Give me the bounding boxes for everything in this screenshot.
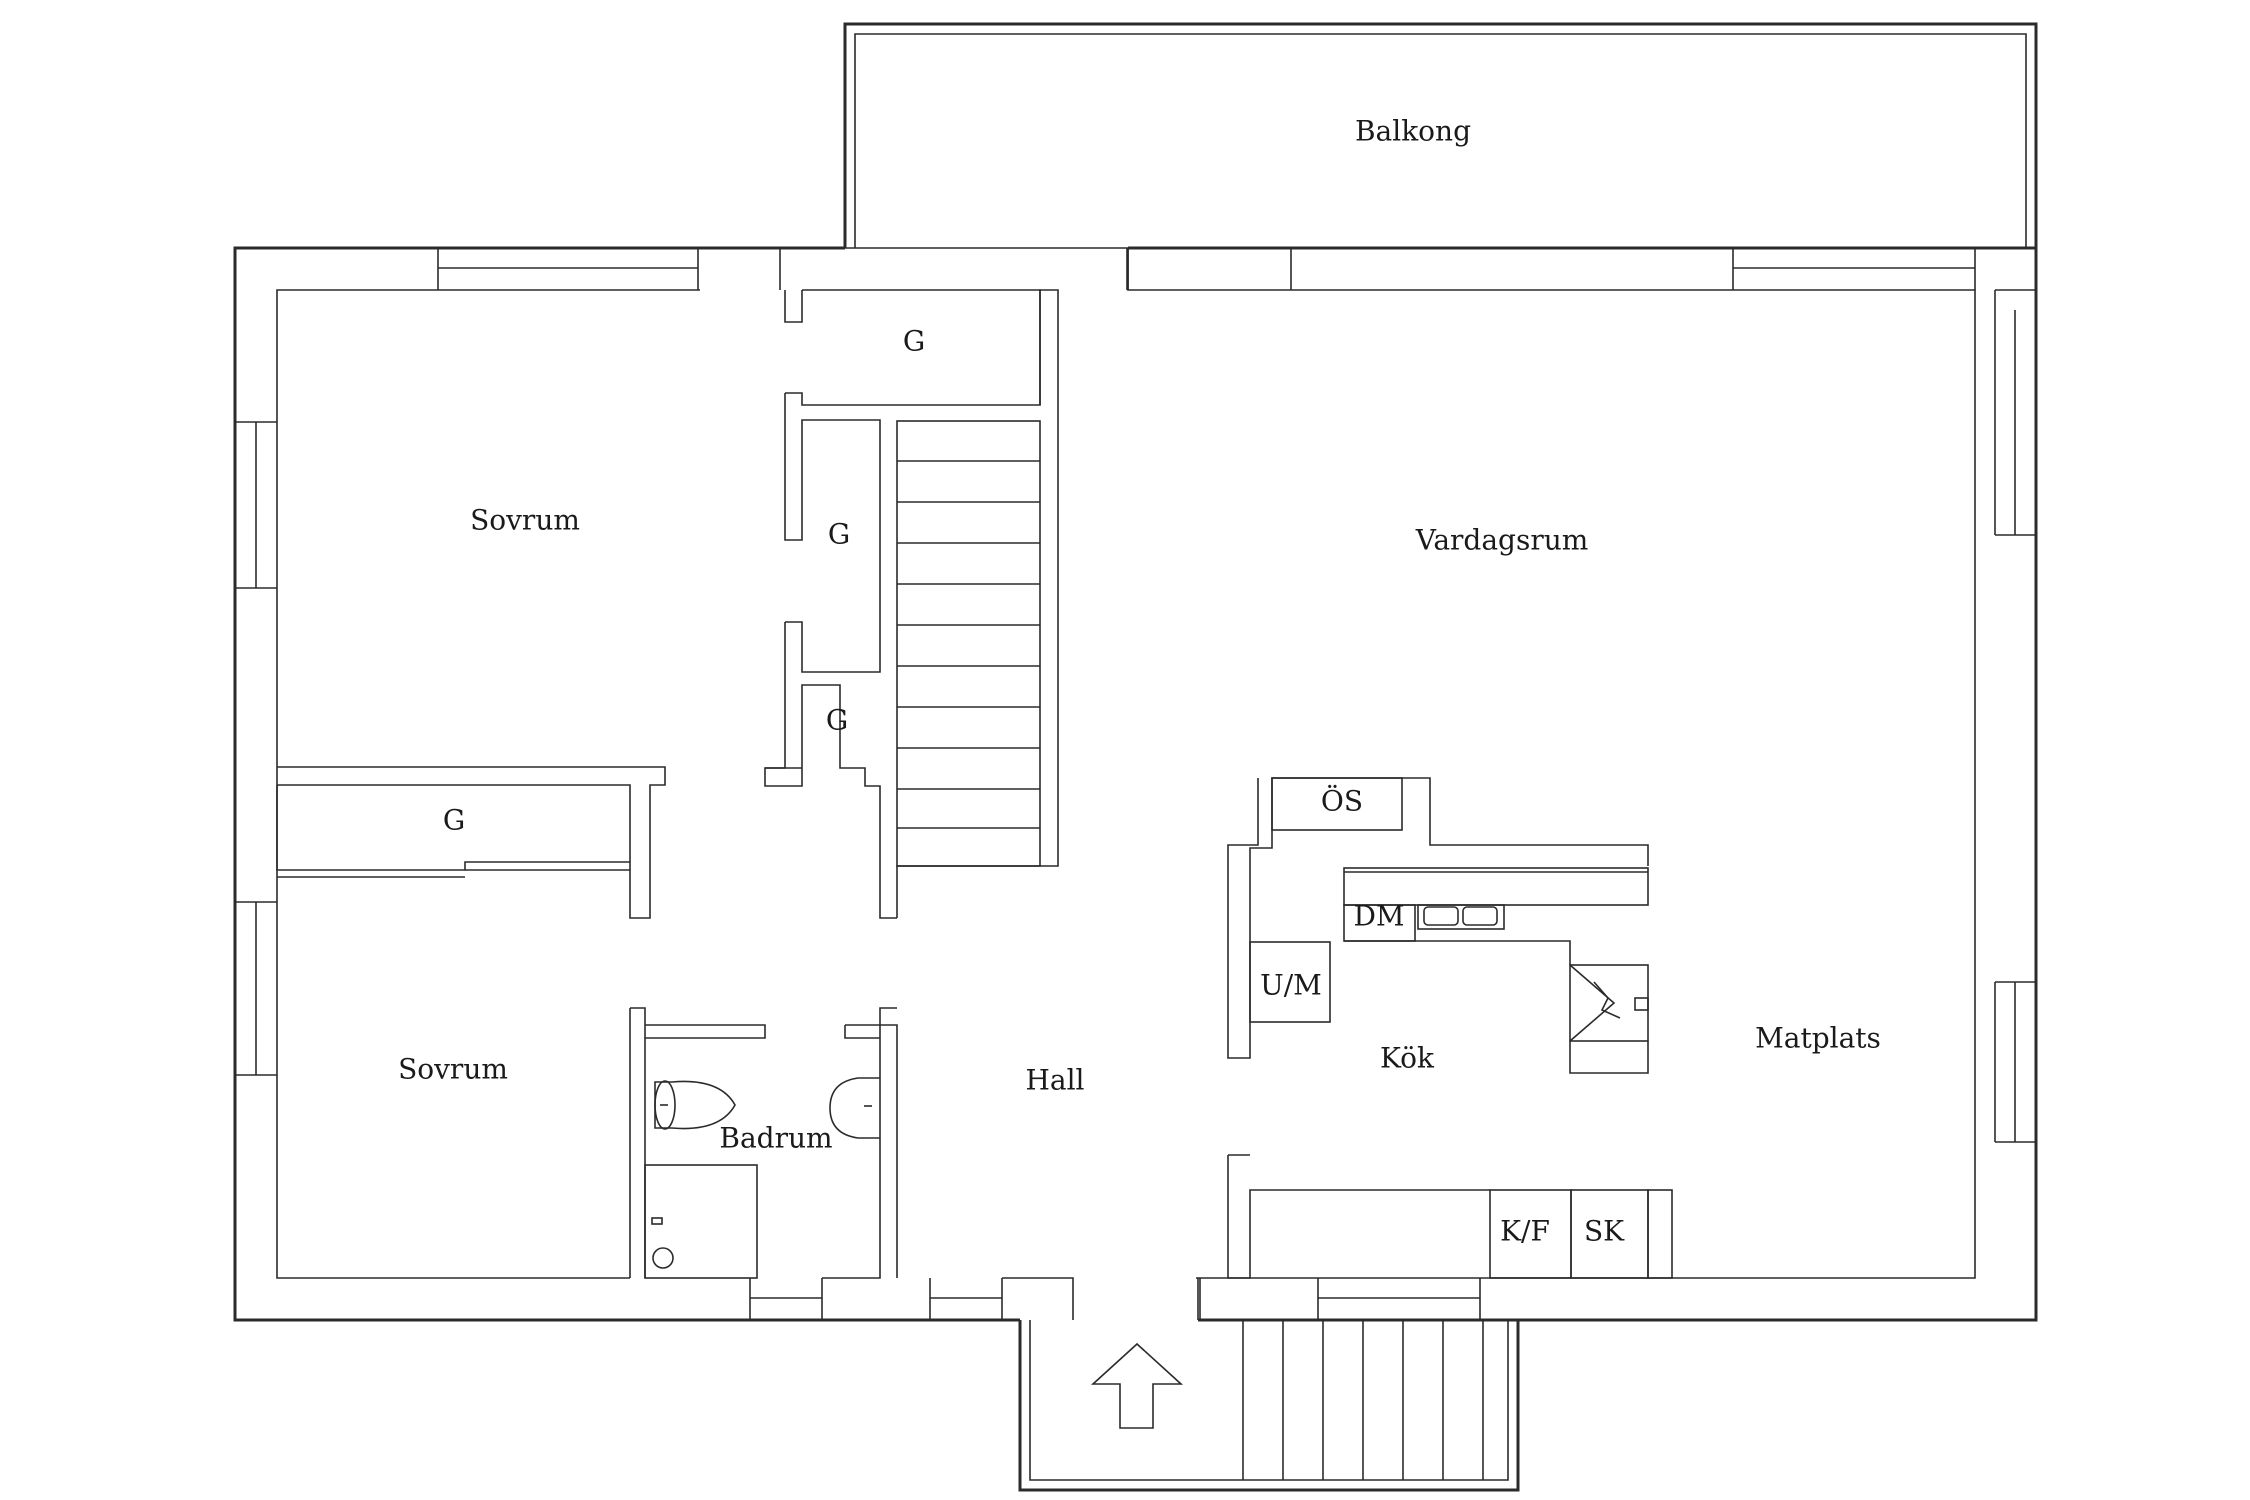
- label-sovrum-1: Sovrum: [470, 504, 580, 537]
- label-um: U/M: [1260, 969, 1322, 1002]
- label-balkong: Balkong: [1355, 115, 1471, 148]
- label-os: ÖS: [1321, 784, 1363, 818]
- stove-icon: [1569, 964, 1649, 1042]
- bathroom-fixtures: [644, 1077, 880, 1279]
- exterior-walls: [233, 246, 2038, 1322]
- label-matplats: Matplats: [1755, 1022, 1881, 1055]
- label-badrum: Badrum: [719, 1122, 832, 1155]
- kitchen-fixtures: [1249, 777, 1673, 1279]
- entrance: [1018, 1320, 1520, 1492]
- label-hall: Hall: [1025, 1064, 1084, 1097]
- interior-stairs: [896, 420, 1041, 867]
- balcony: [843, 22, 2038, 248]
- sink-basin-icon: [829, 1077, 880, 1139]
- label-g-1: G: [903, 325, 925, 358]
- label-dm: DM: [1353, 900, 1404, 933]
- windows: [235, 248, 2036, 1320]
- label-vardagsrum: Vardagsrum: [1415, 524, 1589, 557]
- label-g-3: G: [826, 704, 848, 737]
- label-g-4: G: [443, 804, 465, 837]
- sink-icon: [1417, 904, 1505, 930]
- interior-walls: [276, 289, 1649, 1320]
- label-sk: SK: [1584, 1215, 1625, 1248]
- label-g-2: G: [828, 518, 850, 551]
- entrance-arrow-icon: [1090, 1342, 1184, 1429]
- label-kf: K/F: [1500, 1215, 1550, 1248]
- label-kok: Kök: [1380, 1042, 1435, 1075]
- label-sovrum-2: Sovrum: [398, 1053, 508, 1086]
- shower-icon: [644, 1164, 758, 1279]
